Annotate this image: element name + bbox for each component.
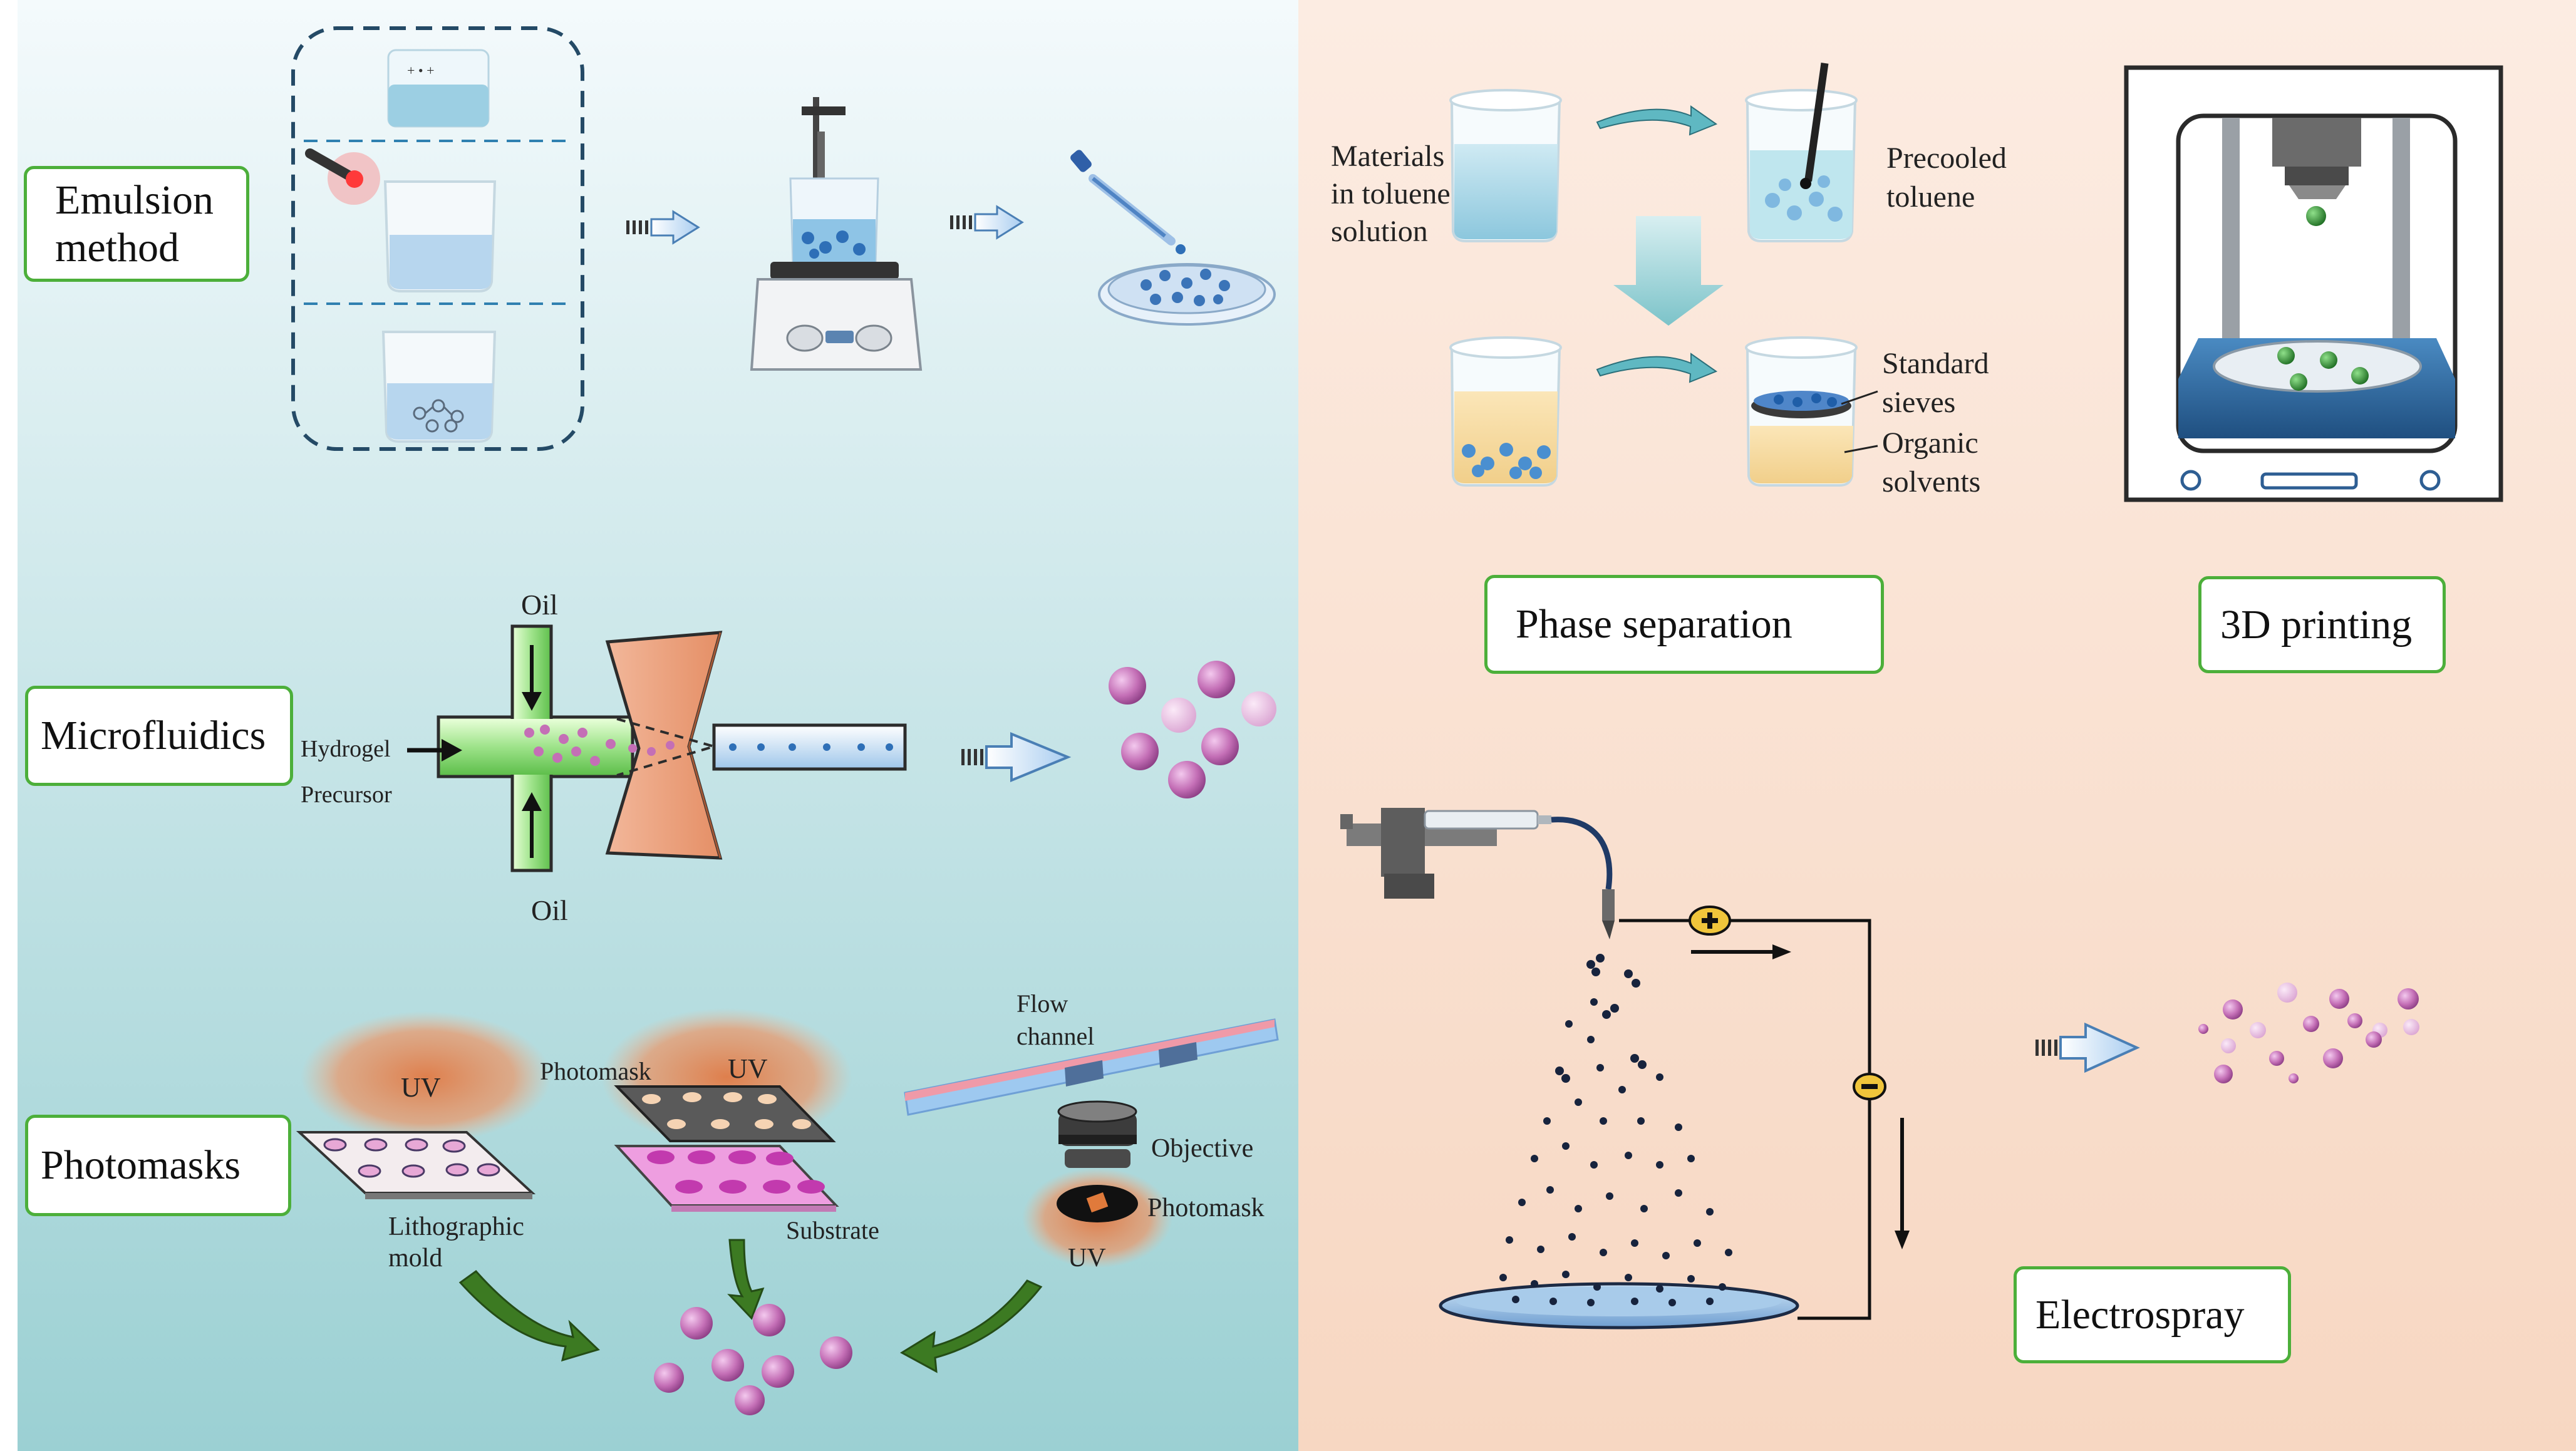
photomask-disc bbox=[1057, 1185, 1138, 1222]
plus-electrode-icon bbox=[1689, 906, 1731, 936]
3d-printing-text: 3D printing bbox=[2220, 601, 2413, 648]
hydrogel-particles bbox=[1109, 661, 1276, 798]
hydrogel-particles bbox=[654, 1304, 852, 1415]
arrow-right-icon bbox=[2035, 1022, 2140, 1073]
curved-arrow-icon bbox=[458, 1239, 1043, 1373]
phase-separation-text: Phase separation bbox=[1516, 601, 1792, 647]
electrospray-label: Electrospray bbox=[2014, 1266, 2291, 1363]
precursor-label: Precursor bbox=[301, 782, 392, 808]
arrow-right-icon bbox=[961, 732, 1072, 782]
svg-text:+ • +: + • + bbox=[407, 63, 435, 78]
substrate-label: Substrate bbox=[786, 1216, 879, 1244]
organic-label: Organic solvents bbox=[1882, 426, 1981, 499]
channel-label: channel bbox=[1016, 1022, 1095, 1050]
beaker-icon: + • + bbox=[387, 49, 490, 128]
flow-channel bbox=[904, 1018, 1279, 1116]
emulsion-method-text: Emulsion method bbox=[55, 177, 214, 271]
spray-droplets bbox=[1499, 954, 1732, 1306]
oil-bottom-label: Oil bbox=[531, 894, 568, 926]
electric-circuit bbox=[1619, 919, 1871, 1320]
beaker-icon bbox=[1449, 89, 1562, 242]
collector-dish bbox=[1439, 1282, 1799, 1330]
emulsion-dashed-frame bbox=[291, 26, 584, 451]
dropper-icon bbox=[1070, 150, 1186, 254]
lithographic-mold bbox=[296, 1131, 536, 1199]
photomask-label-bottom: Photomask bbox=[1147, 1194, 1265, 1222]
substrate-plate bbox=[614, 1145, 839, 1212]
materials-label: Materials in toluene solution bbox=[1331, 140, 1451, 248]
pointer-line bbox=[1844, 445, 1878, 453]
microfluidics-text: Microfluidics bbox=[41, 713, 266, 758]
beaker-icon bbox=[1745, 336, 1858, 487]
syringe-pump-icon bbox=[1340, 808, 1615, 939]
photomasks-text: Photomasks bbox=[41, 1142, 241, 1188]
minus-electrode-icon bbox=[1853, 1073, 1886, 1100]
arrow-right-icon bbox=[950, 205, 1024, 240]
3d-printer-icon bbox=[2124, 65, 2503, 502]
hydrogel-label: Hydrogel bbox=[301, 736, 391, 762]
photomasks-label: Photomasks bbox=[25, 1115, 291, 1216]
objective-label: Objective bbox=[1151, 1134, 1254, 1163]
sieves-label: Standard sieves bbox=[1882, 347, 1989, 420]
electrospray-text: Electrospray bbox=[2035, 1291, 2245, 1338]
arrow-right-icon bbox=[626, 210, 700, 245]
current-arrow-head bbox=[1895, 1231, 1910, 1249]
phase-separation-label: Phase separation bbox=[1484, 575, 1884, 674]
current-arrow-head bbox=[1772, 944, 1791, 959]
petri-dish-icon bbox=[1098, 263, 1276, 326]
magnetic-stirrer-icon bbox=[750, 97, 923, 371]
beaker-icon bbox=[1449, 336, 1562, 487]
photomask-label-top: Photomask bbox=[540, 1057, 651, 1085]
beaker-icon bbox=[381, 331, 497, 443]
curved-arrow-icon bbox=[1596, 105, 1718, 136]
microfluidics-label: Microfluidics bbox=[25, 686, 293, 786]
uv-label-3: UV bbox=[1068, 1244, 1106, 1273]
uv-label-2: UV bbox=[728, 1053, 768, 1084]
microfluidic-chip bbox=[407, 624, 907, 872]
precooled-label: Precooled toluene bbox=[1886, 142, 2007, 214]
big-down-arrow bbox=[1613, 216, 1724, 326]
objective-lens-icon bbox=[1057, 1100, 1137, 1168]
oil-top-label: Oil bbox=[521, 589, 558, 621]
flow-label: Flow bbox=[1016, 989, 1068, 1018]
photomask-plate bbox=[614, 1085, 836, 1142]
uv-label-1: UV bbox=[401, 1072, 441, 1103]
lithographic-label: Lithographic bbox=[388, 1212, 524, 1241]
curved-arrow-icon bbox=[1596, 353, 1718, 383]
beaker-icon bbox=[1745, 63, 1858, 242]
electrospray-particles bbox=[2198, 983, 2419, 1083]
emulsion-method-label: Emulsion method bbox=[24, 166, 249, 282]
beaker-icon bbox=[383, 180, 497, 292]
mold-label: mold bbox=[388, 1244, 443, 1273]
3d-printing-label: 3D printing bbox=[2198, 576, 2446, 673]
laser-pointer-icon bbox=[305, 148, 380, 205]
pointer-line bbox=[1841, 390, 1878, 405]
